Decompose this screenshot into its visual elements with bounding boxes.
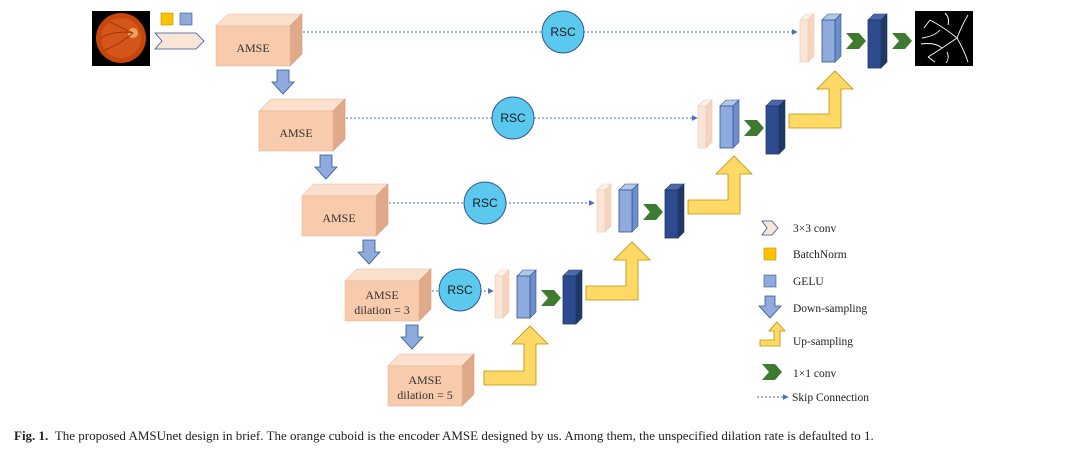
rsc-label: RSC xyxy=(472,196,498,210)
conv3-icon-top xyxy=(154,32,205,50)
amse-label: AMSE xyxy=(365,288,398,302)
rsc-node-2: RSC xyxy=(491,96,535,140)
legend-item-gelu: GELU xyxy=(763,274,824,288)
svg-text:BatchNorm: BatchNorm xyxy=(793,249,847,261)
rsc-label: RSC xyxy=(550,25,576,39)
amse-dilation-label: dilation = 3 xyxy=(354,303,409,317)
amse-label: AMSE xyxy=(279,126,312,140)
gelu-icon-top xyxy=(179,12,193,26)
conv1-icon xyxy=(762,364,782,380)
up-sampling-arrow xyxy=(585,241,651,301)
down-sampling-arrow xyxy=(357,239,381,265)
legend-item-skip: Skip Connection xyxy=(757,392,869,404)
up-sampling-arrow xyxy=(483,325,549,386)
output-segmentation-image xyxy=(915,11,973,66)
legend-item-conv1: 1×1 conv xyxy=(762,364,836,380)
down-arrow-icon xyxy=(758,295,782,319)
svg-text:Down-sampling: Down-sampling xyxy=(793,303,867,315)
rsc-node-1: RSC xyxy=(541,10,585,54)
encoder-level-4: AMSE dilation = 3 xyxy=(344,268,432,322)
amse-dilation-label: dilation = 5 xyxy=(397,388,452,402)
encoder-level-5: AMSE dilation = 5 xyxy=(387,353,475,407)
down-sampling-arrow xyxy=(271,69,295,95)
rsc-node-3: RSC xyxy=(463,181,507,225)
encoder-level-1: AMSE xyxy=(215,13,303,67)
batchnorm-icon xyxy=(763,247,777,261)
up-sampling-arrow xyxy=(687,155,753,215)
svg-text:Up-sampling: Up-sampling xyxy=(793,336,853,348)
amse-label: AMSE xyxy=(236,41,269,55)
legend: 3×3 conv BatchNorm GELU Down-sampling Up… xyxy=(757,220,869,404)
down-sampling-arrow xyxy=(314,154,338,180)
svg-text:3×3 conv: 3×3 conv xyxy=(793,223,836,235)
legend-item-down-sampling: Down-sampling xyxy=(758,295,867,319)
encoder-level-2: AMSE xyxy=(258,98,346,152)
svg-text:1×1 conv: 1×1 conv xyxy=(793,368,836,380)
decoder-level-4 xyxy=(494,269,583,325)
gelu-icon xyxy=(763,274,777,288)
legend-item-up-sampling: Up-sampling xyxy=(759,321,853,348)
decoder-level-2 xyxy=(697,99,786,155)
amse-label: AMSE xyxy=(408,373,441,387)
caption-text: The proposed AMSUnet design in brief. Th… xyxy=(54,428,874,443)
figure-caption: Fig. 1. The proposed AMSUnet design in b… xyxy=(14,428,1064,444)
rsc-label: RSC xyxy=(500,111,526,125)
up-arrow-icon xyxy=(759,321,786,347)
amsunet-diagram: AMSE AMSE AMSE AMSE dilation = 3 AMSE di… xyxy=(92,10,973,407)
decoder-level-3 xyxy=(596,183,685,239)
input-fundus-image xyxy=(92,11,150,66)
svg-text:GELU: GELU xyxy=(793,276,824,288)
decoder-level-1 xyxy=(799,13,912,69)
svg-text:Skip Connection: Skip Connection xyxy=(792,392,869,404)
legend-item-conv3: 3×3 conv xyxy=(761,220,836,236)
caption-label: Fig. 1. xyxy=(14,428,49,443)
rsc-label: RSC xyxy=(447,283,473,297)
amse-label: AMSE xyxy=(322,211,355,225)
up-sampling-arrow xyxy=(788,70,854,129)
rsc-node-4: RSC xyxy=(438,268,482,312)
legend-item-batchnorm: BatchNorm xyxy=(763,247,847,261)
down-sampling-arrow xyxy=(400,324,424,350)
batchnorm-icon-top xyxy=(160,12,174,26)
encoder-level-3: AMSE xyxy=(301,183,389,237)
conv3-icon xyxy=(761,220,779,236)
